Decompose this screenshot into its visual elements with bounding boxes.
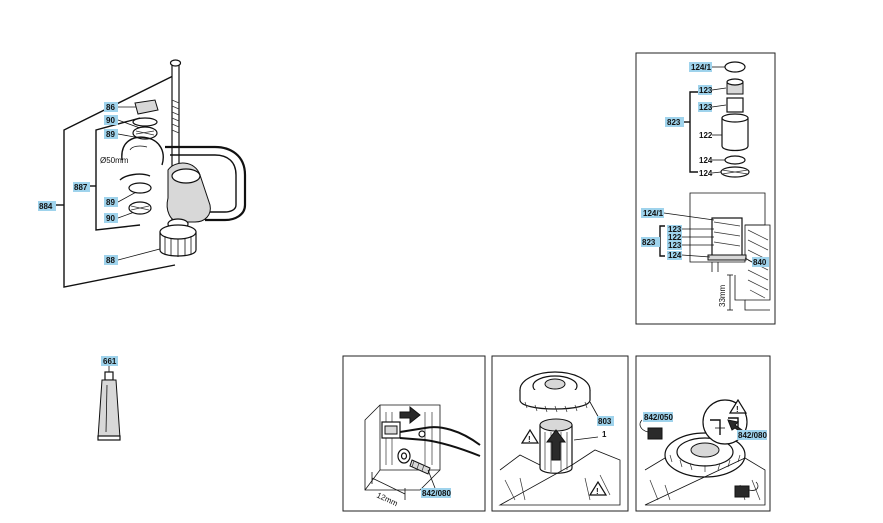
ring-124-1 [724,61,746,73]
bracket-884 [63,74,176,288]
label-90-bottom: 90 [106,214,115,223]
label-12mm: 12mm [375,491,399,509]
warning-icon [520,428,540,444]
handle-frame [165,145,247,222]
label-33mm: 33mm [718,284,727,307]
label-86: 86 [106,103,115,112]
svg-text:!: ! [528,435,531,444]
label-88: 88 [106,256,115,265]
bearing-123-mid [726,97,744,113]
label-840: 840 [753,258,767,267]
label-89-bottom: 89 [106,198,115,207]
label-842-050: 842/050 [644,413,673,422]
arrow-right-icon [399,405,421,425]
grease-tube-661: 661 [97,356,121,441]
panel-carbon-brushes: ! 842/050 842/080 [635,355,771,512]
label-823-top: 823 [667,118,681,127]
label-124-b: 124 [699,169,713,178]
label-122-a: 122 [699,131,713,140]
label-123-d: 123 [668,241,682,250]
sleeve-122 [721,117,749,152]
label-842-080-a: 842/080 [422,489,451,498]
label-124-a: 124 [699,156,713,165]
carbon-brush-left [647,427,663,440]
bearing-stack-panel: 124/1 123 123 823 122 124 124 33mm [635,52,776,325]
label-1: 1 [602,430,607,439]
label-884: 884 [39,202,53,211]
label-842-080-b: 842/080 [738,431,767,440]
label-123-b: 123 [699,103,713,112]
washer-89-bottom [128,182,152,194]
label-89-top: 89 [106,130,115,139]
label-123-a: 123 [699,86,713,95]
label-diameter: Ø50mm [100,156,129,165]
label-123-c: 123 [668,225,682,234]
label-124-1-bottom: 124/1 [643,209,664,218]
nut-86 [134,99,159,115]
warning-icon [588,480,608,496]
label-124-1-top: 124/1 [691,63,712,72]
arrow-up-icon [546,429,566,461]
label-124-c: 124 [668,251,682,260]
label-823-bottom: 823 [642,238,656,247]
panel-pliers-12mm: 12mm 842/080 [342,355,486,512]
carbon-brush-right [734,485,750,498]
label-887: 887 [74,183,88,192]
washer-90-top [132,117,158,127]
warning-icon [728,398,748,414]
label-803: 803 [598,417,612,426]
ring-124-a [724,155,746,165]
panel-armature-removal: ! ! 803 1 [491,355,629,512]
svg-text:!: ! [736,405,739,414]
svg-text:!: ! [596,487,599,496]
clamp-ring [121,136,164,166]
bearing-installed [711,217,743,259]
label-661: 661 [103,357,117,366]
label-90-top: 90 [106,116,115,125]
label-122-b: 122 [668,233,682,242]
auxiliary-handle-assembly: 86 90 89 Ø50mm 887 884 89 90 88 [38,59,247,288]
